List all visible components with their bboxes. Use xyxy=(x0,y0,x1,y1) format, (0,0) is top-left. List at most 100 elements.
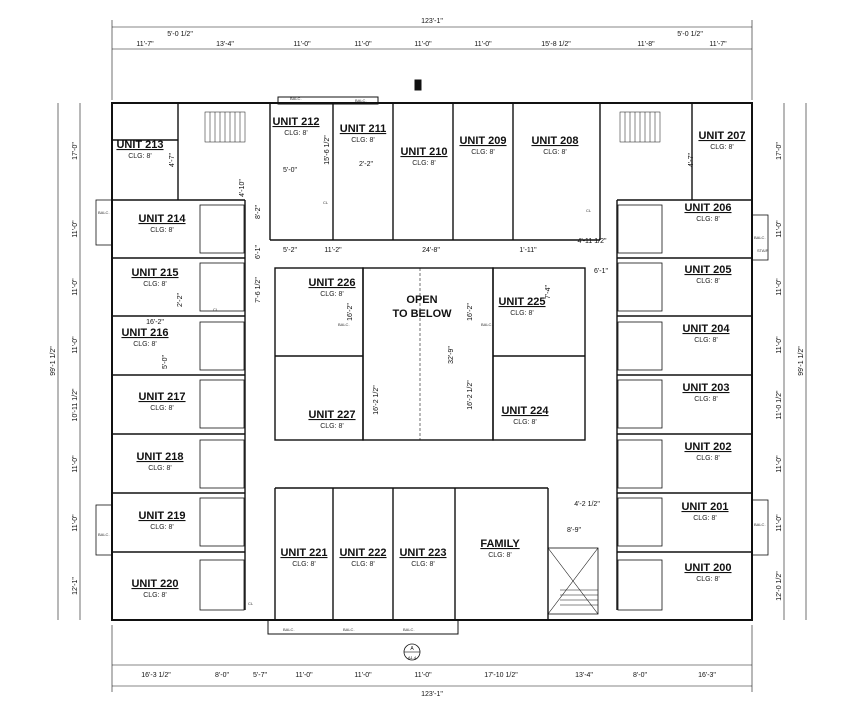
dim-int-5: 8'-2" xyxy=(255,205,262,219)
dim-left-overall: 99'-1 1/2" xyxy=(50,346,57,376)
unit-name-11: UNIT 218 xyxy=(136,451,183,463)
unit-clg-8: CLG: 8' xyxy=(143,281,167,288)
dim-left-8: 12'-1" xyxy=(72,577,79,595)
dim-int-18: 16'-2" xyxy=(347,303,354,321)
unit-clg-14: CLG: 8' xyxy=(696,216,720,223)
unit-name-26: UNIT 222 xyxy=(339,547,386,559)
balcony-bottom xyxy=(267,619,459,635)
dim-int-11: 4'-11 1/2" xyxy=(578,238,608,245)
dim-right-6: 11'-0" xyxy=(776,455,783,473)
dim-bottom-3: 5'-7" xyxy=(253,672,267,679)
unit-name-10: UNIT 217 xyxy=(138,391,185,403)
dim-bottom-4: 11'-0" xyxy=(295,672,313,679)
unit-name-2: UNIT 211 xyxy=(340,123,386,135)
dim-int-9: 24'-8" xyxy=(422,247,440,254)
unit-clg-1: CLG: 8' xyxy=(284,130,308,137)
balc-225: BALC. xyxy=(481,322,493,327)
unit-clg-12: CLG: 8' xyxy=(150,524,174,531)
unit-name-18: UNIT 202 xyxy=(684,441,731,453)
balcony-left-219 xyxy=(95,504,113,556)
balc-left-1: BALC. xyxy=(98,210,110,215)
unit-clg-19: CLG: 8' xyxy=(693,515,717,522)
unit-name-24: UNIT 224 xyxy=(501,405,549,417)
unit-clg-28: CLG: 8' xyxy=(488,552,512,559)
unit-clg-18: CLG: 8' xyxy=(696,455,720,462)
dim-int-10: 1'-11" xyxy=(519,247,537,254)
dim-left-7: 11'-0" xyxy=(72,514,79,532)
dim-int-24: 4'-2 1/2" xyxy=(574,501,600,508)
dim-int-2: 15'-6 1/2" xyxy=(324,135,331,165)
dim-int-20: 16'-2 1/2" xyxy=(373,385,380,415)
unit-name-27: UNIT 223 xyxy=(399,547,446,559)
unit-name-19: UNIT 201 xyxy=(681,501,728,513)
unit-clg-15: CLG: 8' xyxy=(696,278,720,285)
dim-top-9: 11'-7" xyxy=(709,41,727,48)
dim-top-6: 11'-0" xyxy=(474,41,492,48)
dim-bottom-7: 17'-10 1/2" xyxy=(484,672,518,679)
dim-int-12: 6'-1" xyxy=(594,268,608,275)
unit-clg-0: CLG: 8' xyxy=(128,153,152,160)
unit-name-20: UNIT 200 xyxy=(684,562,731,574)
unit-name-9: UNIT 216 xyxy=(121,327,168,339)
balc-left-2: BALC. xyxy=(98,532,110,537)
balc-right-2: BALC. xyxy=(754,522,766,527)
unit-name-7: UNIT 214 xyxy=(138,213,186,225)
unit-clg-7: CLG: 8' xyxy=(150,227,174,234)
balc-bottom-2: BALC. xyxy=(343,627,355,632)
dim-bottom-2: 8'-0" xyxy=(215,672,229,679)
unit-clg-10: CLG: 8' xyxy=(150,405,174,412)
unit-name-23: UNIT 225 xyxy=(498,296,545,308)
dim-right-4: 11'-0" xyxy=(776,336,783,354)
unit-name-4: UNIT 209 xyxy=(459,135,506,147)
unit-clg-6: CLG: 8' xyxy=(710,144,734,151)
dim-left-3: 11'-0" xyxy=(72,278,79,296)
unit-clg-5: CLG: 8' xyxy=(543,149,567,156)
dim-int-1: 5'-0" xyxy=(283,167,297,174)
dim-top-3: 11'-0" xyxy=(293,41,311,48)
dim-top-8: 11'-8" xyxy=(637,41,655,48)
cl-label-3: CL xyxy=(213,307,219,312)
unit-name-15: UNIT 205 xyxy=(684,264,731,276)
dim-right-2: 11'-0" xyxy=(776,220,783,238)
dim-int-7: 5'-2" xyxy=(283,247,297,254)
dim-bottom-5: 11'-0" xyxy=(354,672,372,679)
dim-int-8: 11'-2" xyxy=(324,247,342,254)
unit-clg-24: CLG: 8' xyxy=(513,419,537,426)
cl-label-4: CL xyxy=(248,601,254,606)
unit-name-16: UNIT 204 xyxy=(682,323,730,335)
dim-int-26: 4'-7" xyxy=(688,153,695,167)
dim-int-22: 16'-2 1/2" xyxy=(467,380,474,410)
balc-bottom-3: BALC. xyxy=(403,627,415,632)
unit-name-14: UNIT 206 xyxy=(684,202,731,214)
dim-left-4: 11'-0" xyxy=(72,336,79,354)
unit-clg-25: CLG: 8' xyxy=(292,561,316,568)
unit-clg-20: CLG: 8' xyxy=(696,576,720,583)
overall-dim-top: 123'-1" xyxy=(421,18,443,25)
dim-int-15: 2'-2" xyxy=(177,293,184,307)
exterior-wall xyxy=(111,102,753,621)
dim-right-overall: 99'-1 1/2" xyxy=(798,346,805,376)
open-label-2: TO BELOW xyxy=(392,308,452,320)
unit-clg-11: CLG: 8' xyxy=(148,465,172,472)
balcony-right-206 xyxy=(751,214,769,261)
dim-int-6: 4'-10" xyxy=(239,179,246,197)
dim-int-16: 16'-2" xyxy=(146,319,164,326)
dim-int-3: 2'-2" xyxy=(359,161,373,168)
open-label-1: OPEN xyxy=(406,294,437,306)
dim-int-23: 7'-4" xyxy=(545,285,552,299)
cl-label: CL xyxy=(586,208,592,213)
unit-name-13: UNIT 220 xyxy=(131,578,178,590)
dim-left-6: 11'-0" xyxy=(72,455,79,473)
unit-clg-4: CLG: 8' xyxy=(471,149,495,156)
unit-name-25: UNIT 221 xyxy=(280,547,327,559)
dim-left-1: 17'-0" xyxy=(72,142,79,160)
dim-bottom-9: 8'-0" xyxy=(633,672,647,679)
dim-top-small-left: 5'-0 1/2" xyxy=(167,31,193,38)
dim-top-5: 11'-0" xyxy=(414,41,432,48)
cl-label-2: CL xyxy=(323,200,329,205)
unit-name-0: UNIT 213 xyxy=(116,139,163,151)
unit-name-21: UNIT 226 xyxy=(308,277,355,289)
unit-name-22: UNIT 227 xyxy=(308,409,355,421)
